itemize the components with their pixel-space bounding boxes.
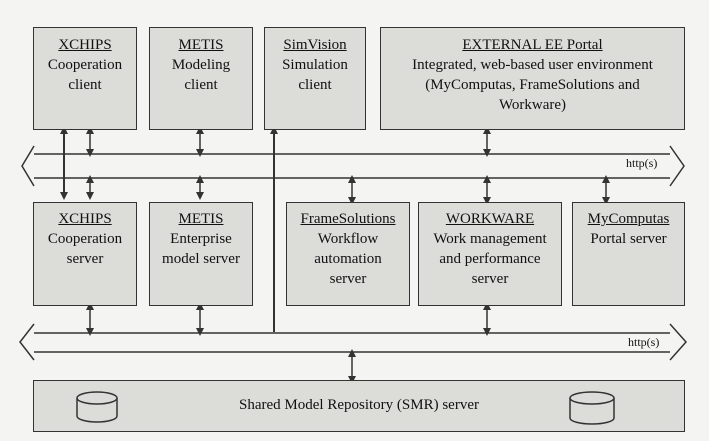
- mycomputas-server-title: MyComputas: [587, 211, 670, 227]
- database-icon-left: [76, 391, 118, 423]
- portal-title: EXTERNAL EE Portal: [462, 37, 603, 53]
- metis-server-line1: Enterprise: [170, 231, 232, 247]
- repository-label: Shared Model Repository (SMR) server: [239, 397, 479, 413]
- workware-server-title: WORKWARE: [445, 211, 535, 227]
- framesolutions-server-line2: automation: [314, 251, 382, 267]
- portal-box: EXTERNAL EE Portal Integrated, web-based…: [380, 27, 685, 130]
- metis-server-line2: model server: [162, 251, 240, 267]
- upper-http-label: http(s): [626, 156, 658, 170]
- xchips-client-line2: client: [68, 77, 102, 93]
- workware-server-line3: server: [471, 271, 509, 287]
- xchips-server-box: XCHIPS Cooperation server: [33, 202, 137, 306]
- metis-server-title: METIS: [178, 211, 224, 227]
- xchips-server-title: XCHIPS: [58, 211, 112, 227]
- upper-http-bus: [21, 145, 685, 187]
- xchips-server-line1: Cooperation: [47, 231, 123, 247]
- simvision-client-box: SimVision Simulation client: [264, 27, 366, 130]
- simvision-client-line1: Simulation: [282, 57, 348, 73]
- framesolutions-server-box: FrameSolutions Workflow automation serve…: [286, 202, 410, 306]
- framesolutions-server-line1: Workflow: [317, 231, 379, 247]
- workware-server-box: WORKWARE Work management and performance…: [418, 202, 562, 306]
- xchips-server-line2: server: [66, 251, 104, 267]
- simvision-client-title: SimVision: [283, 37, 347, 53]
- mycomputas-server-line1: Portal server: [590, 231, 667, 247]
- metis-client-title: METIS: [178, 37, 224, 53]
- portal-line3: Workware): [498, 97, 567, 113]
- metis-client-line1: Modeling: [171, 57, 231, 73]
- mycomputas-server-box: MyComputas Portal server: [572, 202, 685, 306]
- metis-client-line2: client: [184, 77, 218, 93]
- framesolutions-server-line3: server: [329, 271, 367, 287]
- portal-line2: (MyComputas, FrameSolutions and: [425, 77, 640, 93]
- portal-line1: Integrated, web-based user environment: [412, 57, 653, 73]
- simvision-client-line2: client: [298, 77, 332, 93]
- workware-server-line2: and performance: [439, 251, 541, 267]
- framesolutions-server-title: FrameSolutions: [300, 211, 396, 227]
- xchips-client-box: XCHIPS Cooperation client: [33, 27, 137, 130]
- xchips-client-title: XCHIPS: [58, 37, 112, 53]
- lower-http-label: http(s): [628, 335, 660, 349]
- lower-http-bus: [19, 323, 688, 361]
- xchips-client-line1: Cooperation: [47, 57, 123, 73]
- metis-server-box: METIS Enterprise model server: [149, 202, 253, 306]
- metis-client-box: METIS Modeling client: [149, 27, 253, 130]
- database-icon-right: [569, 391, 615, 425]
- workware-server-line1: Work management: [433, 231, 547, 247]
